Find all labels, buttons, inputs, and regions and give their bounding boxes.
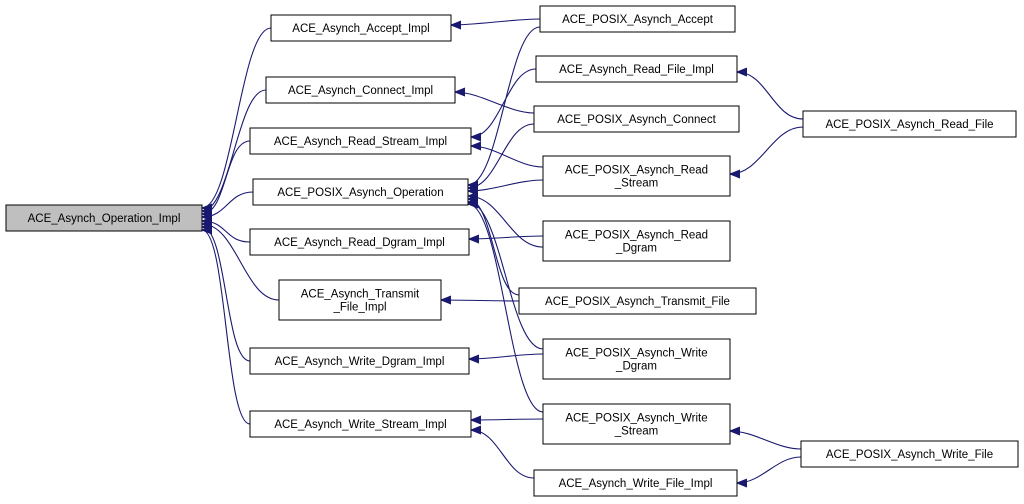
class-node-posix_transmit[interactable]: ACE_POSIX_Asynch_Transmit_File bbox=[518, 287, 757, 315]
inheritance-edge-posix_write_stream-to-posix_op bbox=[468, 204, 544, 413]
class-node-posix_accept[interactable]: ACE_POSIX_Asynch_Accept bbox=[539, 5, 736, 33]
class-node-box bbox=[249, 127, 472, 155]
class-node-box bbox=[249, 347, 470, 375]
inheritance-edge-posix_accept-to-accept_impl bbox=[451, 18, 541, 25]
class-node-label: ACE_POSIX_Asynch_Write_Stream bbox=[565, 413, 707, 438]
class-node-connect_impl[interactable]: ACE_Asynch_Connect_Impl bbox=[265, 76, 456, 104]
inheritance-edge-posix_read_stream-to-read_stream_impl bbox=[471, 146, 544, 168]
class-node-read_dgram_impl[interactable]: ACE_Asynch_Read_Dgram_Impl bbox=[249, 228, 470, 256]
class-node-posix_op[interactable]: ACE_POSIX_Asynch_Operation bbox=[252, 178, 469, 206]
class-node-write_dgram_impl[interactable]: ACE_Asynch_Write_Dgram_Impl bbox=[249, 347, 470, 375]
inheritance-edge-posix_read_file-to-posix_read_stream bbox=[730, 126, 804, 174]
class-node-box bbox=[533, 469, 738, 497]
inheritance-edge-posix_write_stream-to-write_stream_impl bbox=[471, 419, 544, 420]
class-node-label: ACE_POSIX_Asynch_Read_File bbox=[825, 119, 993, 131]
inheritance-edge-connect_impl-to-op_impl bbox=[202, 89, 267, 211]
inheritance-edge-posix_read_dgram-to-read_dgram_impl bbox=[469, 236, 544, 239]
class-node-posix_read_stream[interactable]: ACE_POSIX_Asynch_Read_Stream bbox=[542, 155, 731, 197]
inheritance-edge-read_file_impl-to-read_stream_impl bbox=[471, 68, 537, 137]
class-node-box bbox=[5, 204, 203, 232]
class-node-label: ACE_Asynch_Read_Dgram_Impl bbox=[274, 237, 445, 249]
inheritance-edge-transmit_impl-to-op_impl bbox=[202, 224, 280, 301]
class-node-label: ACE_Asynch_Transmit_File_Impl bbox=[301, 289, 420, 314]
class-node-box bbox=[542, 403, 731, 445]
inheritance-edge-posix_transmit-to-transmit_impl bbox=[441, 300, 520, 301]
class-node-label: ACE_POSIX_Asynch_Write_Dgram bbox=[565, 348, 707, 373]
class-node-label: ACE_POSIX_Asynch_Write_File bbox=[826, 449, 993, 461]
class-node-read_file_impl[interactable]: ACE_Asynch_Read_File_Impl bbox=[535, 55, 738, 83]
class-node-label: ACE_Asynch_Connect_Impl bbox=[288, 85, 433, 97]
class-node-box bbox=[278, 279, 442, 321]
inheritance-edge-posix_connect-to-connect_impl bbox=[455, 92, 535, 114]
class-node-posix_read_file[interactable]: ACE_POSIX_Asynch_Read_File bbox=[802, 110, 1017, 138]
class-node-posix_write_stream[interactable]: ACE_POSIX_Asynch_Write_Stream bbox=[542, 403, 731, 445]
class-node-box bbox=[802, 110, 1017, 138]
inheritance-edge-write_file_impl-to-write_stream_impl bbox=[471, 430, 535, 479]
class-node-label: ACE_POSIX_Asynch_Connect bbox=[557, 114, 716, 126]
class-node-op_impl[interactable]: ACE_Asynch_Operation_Impl bbox=[5, 204, 203, 232]
class-node-label: ACE_Asynch_Accept_Impl bbox=[292, 23, 429, 35]
class-node-posix_connect[interactable]: ACE_POSIX_Asynch_Connect bbox=[533, 105, 740, 133]
class-node-box bbox=[542, 220, 731, 262]
inheritance-edge-posix_read_file-to-read_file_impl bbox=[737, 72, 804, 120]
class-node-write_file_impl[interactable]: ACE_Asynch_Write_File_Impl bbox=[533, 469, 738, 497]
class-node-label: ACE_POSIX_Asynch_Accept bbox=[562, 14, 714, 26]
class-node-label: ACE_Asynch_Write_Stream_Impl bbox=[274, 419, 446, 431]
inheritance-edge-posix_write_dgram-to-write_dgram_impl bbox=[469, 353, 544, 359]
class-node-box bbox=[542, 155, 731, 197]
class-node-label: ACE_Asynch_Read_Stream_Impl bbox=[274, 136, 447, 148]
class-node-box bbox=[270, 14, 452, 42]
class-node-box bbox=[533, 105, 740, 133]
class-node-box bbox=[542, 338, 731, 380]
inheritance-edge-write_stream_impl-to-op_impl bbox=[202, 230, 251, 425]
class-node-label: ACE_POSIX_Asynch_Read_Dgram bbox=[565, 230, 708, 255]
inheritance-edge-posix_write_dgram-to-posix_op bbox=[468, 202, 544, 350]
class-node-transmit_impl[interactable]: ACE_Asynch_Transmit_File_Impl bbox=[278, 279, 442, 321]
class-node-label: ACE_POSIX_Asynch_Transmit_File bbox=[545, 296, 730, 308]
class-node-box bbox=[252, 178, 469, 206]
class-node-read_stream_impl[interactable]: ACE_Asynch_Read_Stream_Impl bbox=[249, 127, 472, 155]
class-node-label: ACE_POSIX_Asynch_Read_Stream bbox=[565, 165, 708, 190]
inheritance-edge-read_stream_impl-to-op_impl bbox=[202, 140, 251, 214]
class-node-label: ACE_Asynch_Operation_Impl bbox=[28, 213, 181, 225]
class-node-box bbox=[249, 410, 472, 438]
class-node-box bbox=[539, 5, 736, 33]
inheritance-edge-posix_read_stream-to-posix_op bbox=[468, 179, 544, 191]
inheritance-edge-accept_impl-to-op_impl bbox=[202, 27, 272, 208]
inheritance-edge-posix_write_file-to-write_file_impl bbox=[737, 456, 802, 483]
inheritance-edge-write_dgram_impl-to-op_impl bbox=[202, 227, 251, 362]
class-node-label: ACE_Asynch_Write_Dgram_Impl bbox=[275, 356, 445, 368]
class-node-box bbox=[265, 76, 456, 104]
class-node-accept_impl[interactable]: ACE_Asynch_Accept_Impl bbox=[270, 14, 452, 42]
class-node-posix_read_dgram[interactable]: ACE_POSIX_Asynch_Read_Dgram bbox=[542, 220, 731, 262]
inheritance-edge-posix_transmit-to-posix_op bbox=[468, 199, 520, 296]
class-node-box bbox=[800, 440, 1019, 468]
class-node-posix_write_dgram[interactable]: ACE_POSIX_Asynch_Write_Dgram bbox=[542, 338, 731, 380]
inheritance-edge-posix_write_file-to-posix_write_stream bbox=[730, 431, 802, 450]
class-node-label: ACE_Asynch_Write_File_Impl bbox=[559, 478, 713, 490]
class-node-label: ACE_Asynch_Read_File_Impl bbox=[559, 64, 714, 76]
class-node-write_stream_impl[interactable]: ACE_Asynch_Write_Stream_Impl bbox=[249, 410, 472, 438]
class-node-box bbox=[535, 55, 738, 83]
class-node-label: ACE_POSIX_Asynch_Operation bbox=[277, 187, 443, 199]
class-node-posix_write_file[interactable]: ACE_POSIX_Asynch_Write_File bbox=[800, 440, 1019, 468]
inheritance-edge-posix_connect-to-posix_op bbox=[468, 123, 535, 188]
class-node-box bbox=[249, 228, 470, 256]
class-node-box bbox=[518, 287, 757, 315]
